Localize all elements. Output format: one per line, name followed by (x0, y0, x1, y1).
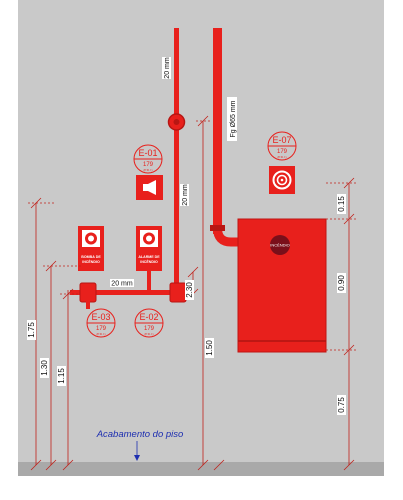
dim-1-50: 1.50 (205, 340, 214, 356)
tag-e07-code: E-07 (272, 135, 291, 145)
junction-box-center (173, 119, 180, 125)
tag-e01-sub: (P.D.I.) (143, 168, 152, 172)
pipe-label-horizontal-20mm: 20 mm (111, 281, 133, 288)
main-pipe-coupling (210, 225, 225, 231)
dim-1-30: 1.30 (40, 360, 49, 376)
cabinet-label: INCÊNDIO (270, 243, 290, 248)
alarm-button-label-2: INCÊNDIO (140, 259, 158, 264)
floor-finish-label: Acabamento do piso (96, 429, 184, 440)
drop-left (86, 295, 90, 309)
tag-e02-sub: (P.D.I.) (144, 332, 153, 336)
dim-0-75: 0.75 (337, 397, 346, 413)
tag-e07-number: 179 (277, 149, 288, 155)
pipe-label-main-65mm: Fg Ø65 mm (230, 100, 237, 137)
pipe-label-middle-20mm: 20 mm (182, 184, 189, 206)
tag-e02-number: 179 (144, 326, 155, 332)
dim-1-15: 1.15 (57, 368, 66, 384)
tag-e03-number: 179 (96, 326, 107, 332)
tag-e01: E-01 179 (P.D.I.) (133, 144, 163, 174)
floor-arrow-icon (134, 455, 140, 461)
tag-e07-sub: (P.D.I.) (277, 155, 286, 159)
tag-e02-code: E-02 (139, 312, 158, 322)
horizontal-pipe (70, 290, 186, 295)
cabinet-emblem (270, 235, 290, 255)
wall (18, 0, 384, 462)
tag-e03-sub: (P.D.I.) (96, 332, 105, 336)
dim-0-15: 0.15 (337, 196, 346, 212)
tag-e01-number: 179 (143, 162, 154, 168)
siren-icon (143, 180, 156, 195)
tag-e01-code: E-01 (138, 148, 157, 158)
dim-0-90: 0.90 (337, 275, 346, 291)
tag-e03-code: E-03 (91, 312, 110, 322)
hose-reel-icon (272, 170, 292, 190)
pump-button-label-1: BOMBA DE (81, 255, 101, 259)
dim-2-30: 2.30 (185, 282, 194, 298)
right-junction-box (169, 282, 187, 303)
main-pipe (213, 28, 222, 234)
small-vertical-pipe (174, 28, 179, 294)
alarm-button-label-1: ALARME DE (138, 255, 160, 259)
pipe-label-top-20mm: 20 mm (164, 57, 171, 79)
dim-1-75: 1.75 (27, 322, 36, 338)
tag-e07: E-07 179 (P.D.I.) (267, 131, 297, 161)
tag-e02: E-02 179 (P.D.I.) (134, 308, 164, 338)
tag-e03: E-03 179 (P.D.I.) (86, 308, 116, 338)
pump-button-label-2: INCÊNDIO (82, 259, 100, 264)
floor-slab (18, 462, 384, 476)
